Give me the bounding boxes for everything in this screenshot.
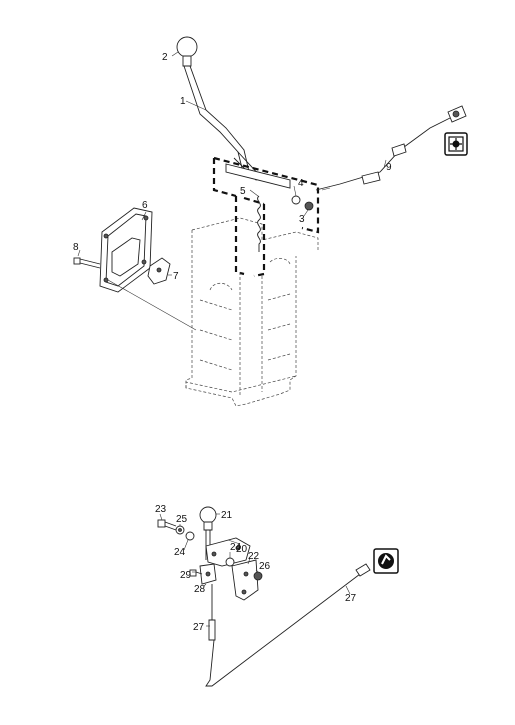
lower-leaders [159,513,351,627]
callout-27-left: 27 [193,622,205,633]
callout-25: 25 [176,514,188,525]
lever-plate-20 [205,537,251,567]
callout-23: 23 [155,504,167,515]
callout-2: 2 [162,52,168,63]
transmission-housing [185,196,319,407]
callout-24-left: 24 [174,547,186,558]
callout-28: 28 [194,584,206,595]
gear-in-frame-icon [444,132,468,156]
callout-7: 7 [173,271,179,282]
shift-cable-9 [315,105,467,191]
cover-plate-6 [99,207,153,293]
knob-collar [182,55,192,67]
bolt-8 [73,257,101,269]
hand-lever-icon [373,548,399,574]
callout-1: 1 [180,96,186,107]
lever-mount-box [212,156,320,234]
lower-lever-assembly [199,506,251,567]
callout-27-right: 27 [345,593,357,604]
callout-6: 6 [142,200,148,211]
upper-leaders [77,51,387,276]
washer-4 [291,195,301,205]
callout-29: 29 [180,570,192,581]
callout-24-right: 24 [230,542,242,553]
callout-26: 26 [259,561,271,572]
lever-bracket [225,163,291,189]
cable-27 [205,563,371,687]
fasteners-upper [157,519,195,541]
callout-20: 20 [236,544,248,555]
spring-5 [257,195,261,252]
bracket-22 [231,559,259,601]
callout-21: 21 [221,510,233,521]
nut-3 [304,201,314,211]
callout-5: 5 [240,186,246,197]
bracket-7 [147,257,171,285]
callout-22: 22 [248,551,260,562]
lever-knob [176,36,198,58]
lower-knob [199,506,217,524]
callout-8: 8 [73,242,79,253]
callout-4: 4 [298,178,304,189]
callout-9: 9 [386,162,392,173]
callout-3: 3 [299,214,305,225]
clamp-28 [189,563,217,585]
